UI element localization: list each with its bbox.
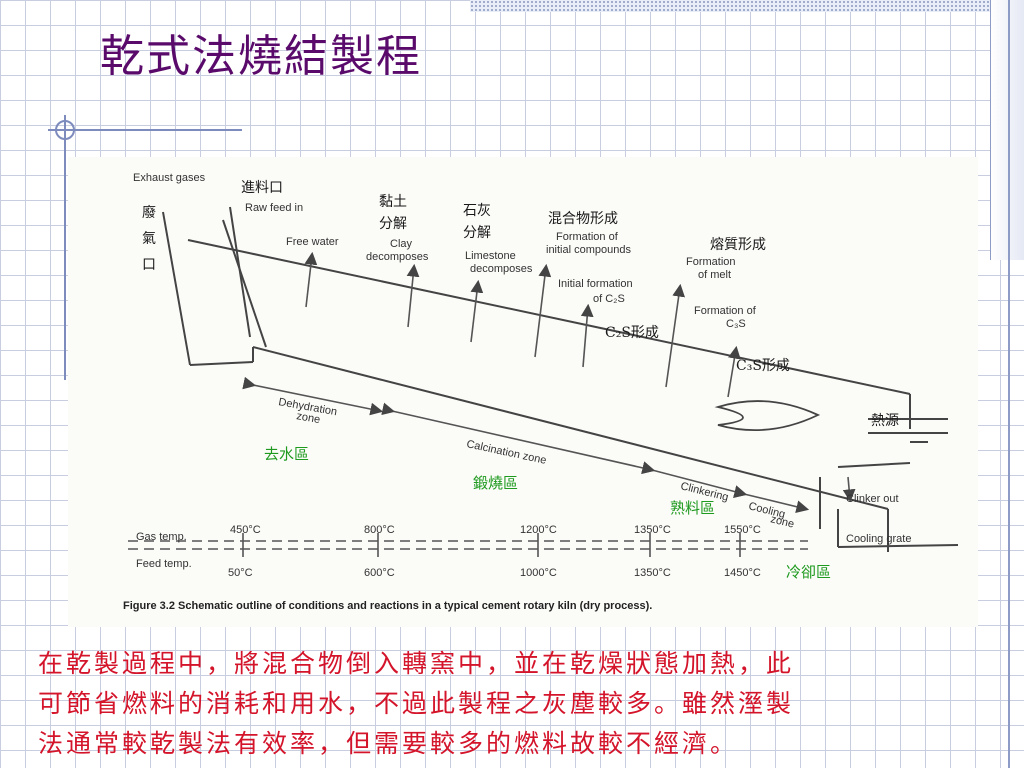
cn-dehyd: 去水區 (264, 445, 309, 463)
svg-text:口: 口 (142, 257, 156, 273)
cn-calc: 鍛燒區 (473, 474, 518, 492)
cn-heat: 熱源 (871, 413, 899, 429)
body-text: 在乾製過程中，將混合物倒入轉窯中，並在乾燥狀態加熱，此 可節省燃料的消耗和用水，… (38, 644, 988, 764)
clay-arrow (406, 263, 420, 328)
top-dotted-bar (470, 0, 1024, 12)
svg-text:Formation: Formation (686, 256, 736, 268)
feed-chute-right (222, 219, 267, 348)
label-free-water: Free water (286, 236, 339, 248)
svg-text:石灰: 石灰 (463, 203, 491, 219)
svg-text:Calcination zone: Calcination zone (465, 438, 547, 467)
svg-text:Initial formation: Initial formation (558, 278, 633, 290)
label-exhaust: Exhaust gases (133, 172, 206, 184)
figure-caption: Figure 3.2 Schematic outline of conditio… (123, 600, 652, 612)
free-water-arrow (304, 251, 318, 308)
kiln-diagram: Exhaust gases Raw feed in Free water Cla… (123, 172, 959, 612)
kiln-bottom-wall (252, 346, 889, 510)
label-raw-feed: Raw feed in (245, 202, 303, 214)
svg-text:熔質形成: 熔質形成 (710, 237, 766, 253)
body-line-1: 在乾製過程中，將混合物倒入轉窯中，並在乾燥狀態加熱，此 (38, 649, 795, 678)
svg-text:C₂S形成: C₂S形成 (605, 325, 659, 341)
cn-cool: 冷卻區 (786, 563, 831, 581)
kiln-figure: Exhaust gases Raw feed in Free water Cla… (68, 157, 978, 627)
svg-text:Limestone: Limestone (465, 250, 516, 262)
svg-text:1350°C: 1350°C (634, 524, 671, 536)
svg-text:450°C: 450°C (230, 524, 261, 536)
body-line-2: 可節省燃料的消耗和用水，不過此製程之灰塵較多。雖然溼製 (38, 689, 795, 718)
svg-text:分解: 分解 (379, 216, 407, 232)
svg-text:800°C: 800°C (364, 524, 395, 536)
label-cooling-grate: Cooling grate (846, 533, 911, 545)
svg-text:C₃S: C₃S (726, 318, 746, 330)
svg-text:1350°C: 1350°C (634, 567, 671, 579)
svg-text:Formation of: Formation of (694, 305, 757, 317)
title-decoration (48, 115, 242, 380)
cn-exhaust-1: 廢 (142, 204, 156, 221)
svg-text:分解: 分解 (463, 225, 491, 241)
svg-text:of melt: of melt (698, 269, 731, 281)
flame-shape (714, 400, 821, 432)
svg-text:黏土: 黏土 (379, 194, 407, 210)
svg-text:initial compounds: initial compounds (546, 244, 631, 256)
svg-text:1450°C: 1450°C (724, 567, 761, 579)
label-feed-temp: Feed temp. (136, 558, 192, 570)
feed-chute-left (162, 211, 191, 366)
svg-text:decomposes: decomposes (470, 263, 533, 275)
svg-text:50°C: 50°C (228, 567, 253, 579)
svg-text:decomposes: decomposes (366, 251, 429, 263)
label-gas-temp: Gas temp. (136, 531, 187, 543)
right-vertical-strip (990, 0, 1024, 260)
label-clinker-out: Clinker out (846, 493, 899, 505)
svg-text:氣: 氣 (142, 231, 156, 247)
slide-title: 乾式法燒結製程 (100, 31, 422, 82)
svg-text:Formation of: Formation of (556, 231, 619, 243)
svg-text:C₃S形成: C₃S形成 (736, 358, 790, 374)
svg-text:600°C: 600°C (364, 567, 395, 579)
svg-text:of C₂S: of C₂S (593, 293, 625, 305)
svg-text:1000°C: 1000°C (520, 567, 557, 579)
svg-text:Clay: Clay (390, 238, 413, 250)
cn-clink: 熟料區 (670, 499, 715, 517)
kiln-top-wall (187, 239, 911, 395)
svg-text:zone: zone (295, 410, 321, 426)
svg-text:混合物形成: 混合物形成 (548, 211, 618, 227)
svg-text:zone: zone (769, 513, 795, 530)
svg-text:1200°C: 1200°C (520, 524, 557, 536)
svg-text:1550°C: 1550°C (724, 524, 761, 536)
body-line-3: 法通常較乾製法有效率，但需要較多的燃料故較不經濟。 (38, 729, 739, 758)
right-vertical-line (1008, 0, 1010, 768)
cn-raw-feed: 進料口 (241, 180, 283, 196)
